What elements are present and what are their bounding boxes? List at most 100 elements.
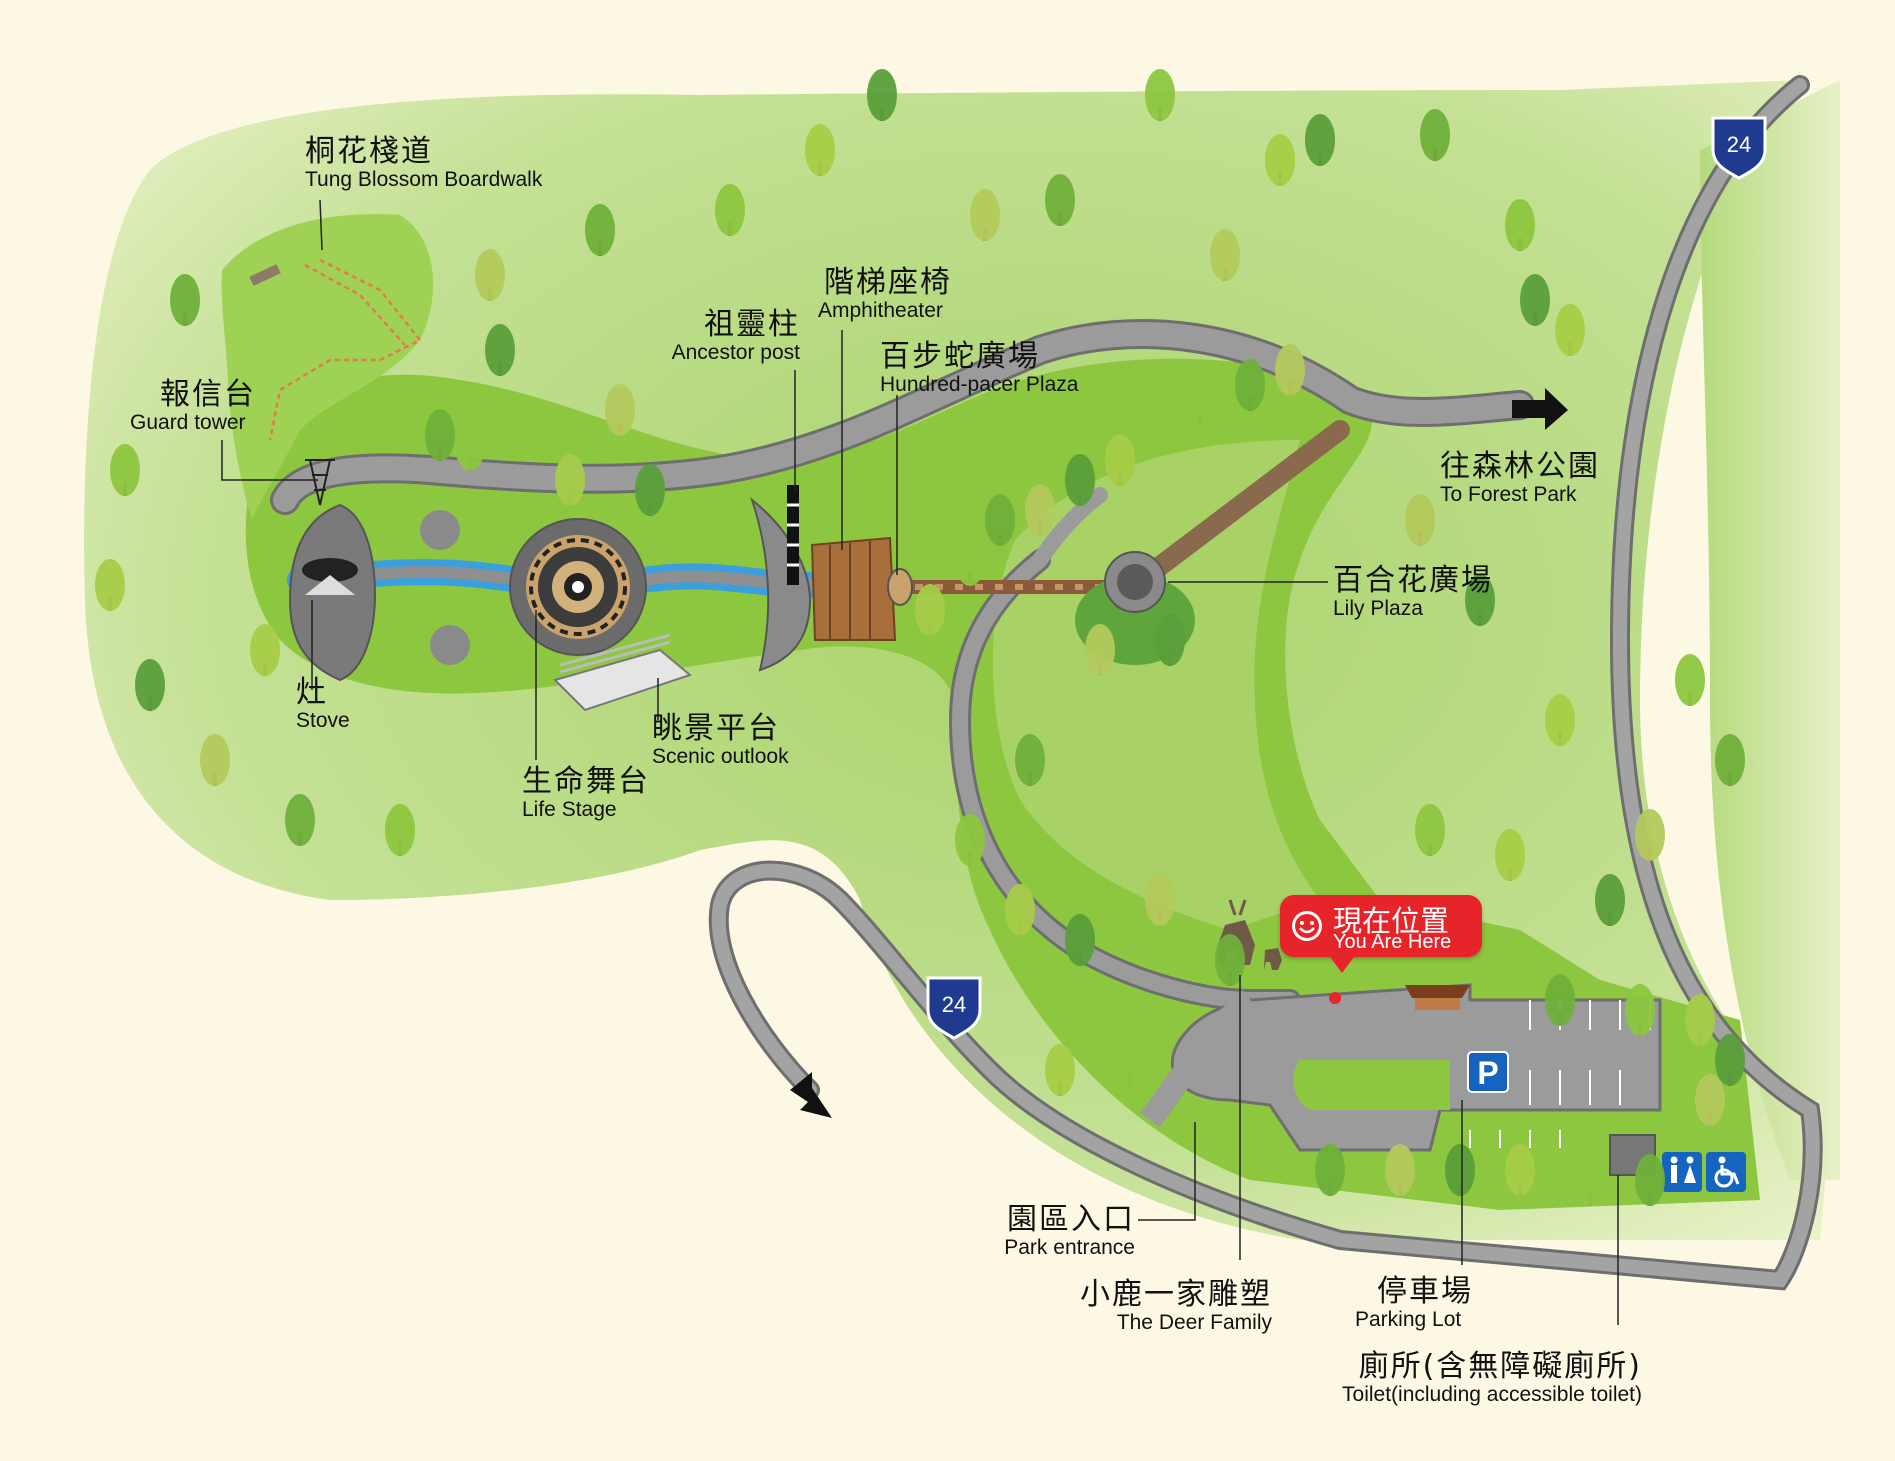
hundred-pacer-plaza-icon — [887, 568, 913, 606]
label-boardwalk: 桐花棧道 Tung Blossom Boardwalk — [305, 135, 542, 191]
label-guard-tower-zh: 報信台 — [160, 377, 256, 412]
tree-icon — [955, 814, 985, 866]
tree-icon — [1185, 374, 1215, 426]
label-amphitheater: 階梯座椅 Amphitheater — [818, 266, 952, 322]
boardwalk-path — [268, 258, 422, 441]
tree-icon — [135, 659, 165, 711]
ancestor-post-icon — [787, 485, 799, 585]
tree-icon — [1420, 109, 1450, 161]
parking-symbol: P — [1477, 1055, 1498, 1091]
tree-icon — [1545, 694, 1575, 746]
tree-icon — [1115, 1034, 1145, 1086]
label-park-entrance-zh: 園區入口 — [1007, 1202, 1135, 1237]
road-loop — [948, 549, 1301, 1011]
parking-icon: P — [1467, 1051, 1509, 1093]
tree-icon — [985, 494, 1015, 546]
highway-24-right — [708, 75, 1823, 1291]
label-lily-plaza-en: Lily Plaza — [1333, 597, 1423, 620]
tree-icon — [1575, 1154, 1605, 1206]
tree-icon — [1635, 1154, 1665, 1206]
label-deer-family-zh: 小鹿一家雕塑 — [1080, 1277, 1272, 1312]
tree-icon — [715, 184, 745, 236]
tree-icon — [1145, 874, 1175, 926]
tree-icon — [1315, 1144, 1345, 1196]
entrance-road — [1140, 990, 1258, 1128]
road-upper — [270, 319, 1535, 515]
arrow-icon-forest-park — [1512, 388, 1568, 430]
lily-path — [1125, 420, 1350, 595]
leader-lines — [221, 199, 1619, 1325]
tree-icon — [1145, 69, 1175, 121]
you-are-here-marker: 現在位置 You Are Here — [1280, 895, 1482, 973]
tree-icon — [1065, 914, 1095, 966]
label-ancestor-post-en: Ancestor post — [671, 341, 800, 364]
tree-icon — [1695, 1074, 1725, 1126]
label-deer-family-en: The Deer Family — [1116, 1311, 1272, 1334]
label-parking-lot-zh: 停車場 — [1377, 1274, 1473, 1309]
tree-icon — [1415, 804, 1445, 856]
label-toilet-zh: 廁所(含無障礙廁所) — [1358, 1349, 1642, 1384]
toilet-icon — [1662, 1152, 1702, 1192]
label-stove-en: Stove — [296, 709, 350, 732]
tree-icon — [1025, 484, 1055, 536]
tree-icon — [1065, 454, 1095, 506]
label-forest-park-zh: 往森林公園 — [1440, 449, 1600, 484]
label-guard-tower: 報信台 Guard tower — [130, 378, 256, 434]
amphitheater-steps — [810, 536, 897, 641]
tree-icon — [1595, 874, 1625, 926]
label-park-entrance: 園區入口 Park entrance — [975, 1203, 1135, 1259]
tree-icon — [605, 384, 635, 436]
label-stove: 灶 Stove — [296, 676, 350, 732]
label-amphitheater-en: Amphitheater — [818, 299, 943, 322]
shelter-icon — [1405, 985, 1470, 1010]
tree-icon — [1210, 229, 1240, 281]
label-scenic-outlook-en: Scenic outlook — [652, 745, 789, 768]
tree-icon — [1635, 809, 1665, 861]
tree-icon — [485, 324, 515, 376]
label-ancestor-post: 祖靈柱 Ancestor post — [660, 308, 800, 364]
label-stove-zh: 灶 — [296, 675, 328, 710]
tree-icon — [1005, 884, 1035, 936]
road-connector — [1032, 487, 1108, 568]
label-forest-park-en: To Forest Park — [1440, 483, 1577, 506]
tree-icon — [425, 409, 455, 461]
label-hundred-pacer-en: Hundred-pacer Plaza — [880, 373, 1079, 396]
life-stage-circle — [509, 518, 647, 656]
scenic-outlook-platform — [553, 633, 693, 712]
label-hundred-pacer-zh: 百步蛇廣場 — [880, 339, 1040, 374]
label-park-entrance-en: Park entrance — [1004, 1236, 1135, 1259]
boardwalk-deck — [249, 264, 281, 286]
tree-icon — [1385, 1144, 1415, 1196]
tree-icon — [1445, 1144, 1475, 1196]
tree-icon — [1715, 1034, 1745, 1086]
tree-icon — [200, 734, 230, 786]
tree-icon — [1715, 734, 1745, 786]
tree-icon — [635, 464, 665, 516]
tree-icon — [1555, 304, 1585, 356]
tree-icon — [1405, 494, 1435, 546]
label-parking-lot-en: Parking Lot — [1355, 1308, 1462, 1331]
label-parking-lot: 停車場 Parking Lot — [1355, 1275, 1473, 1331]
label-forest-park: 往森林公園 To Forest Park — [1440, 450, 1600, 506]
tree-icon — [285, 794, 315, 846]
tree-icon — [475, 249, 505, 301]
label-toilet-en: Toilet(including accessible toilet) — [1342, 1383, 1642, 1406]
label-boardwalk-zh: 桐花棧道 — [305, 134, 433, 169]
tree-icon — [1045, 1044, 1075, 1096]
stove-icon — [302, 558, 358, 595]
parking-island — [1293, 1060, 1450, 1110]
tree-icon — [95, 559, 125, 611]
tree-icon — [250, 624, 280, 676]
tree-icon — [1545, 974, 1575, 1026]
label-toilet: 廁所(含無障礙廁所) Toilet(including accessible t… — [1270, 1350, 1642, 1406]
arrow-icon-highway-south — [790, 1072, 832, 1118]
you-are-here-zh: 現在位置 — [1333, 904, 1450, 938]
tree-icon — [867, 69, 897, 121]
trees — [95, 69, 1745, 1206]
tree-icon — [915, 584, 945, 636]
label-amphitheater-zh: 階梯座椅 — [824, 265, 952, 300]
label-lily-plaza-zh: 百合花廣場 — [1333, 563, 1493, 598]
tree-icon — [585, 204, 615, 256]
